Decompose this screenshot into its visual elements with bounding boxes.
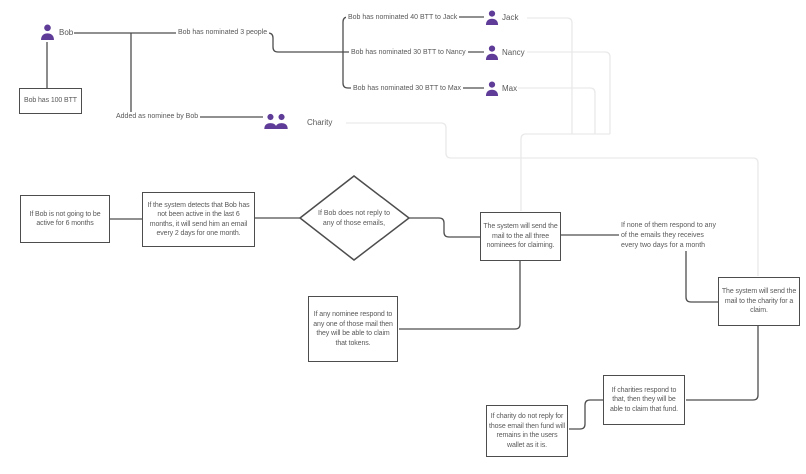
actor-label-bob: Bob xyxy=(59,28,74,37)
decision-node-no-reply: If Bob does not reply to any of those em… xyxy=(318,210,390,227)
actor-label-nancy: Nancy xyxy=(502,48,525,57)
actor-label-max: Max xyxy=(502,84,518,93)
actor-label-charity: Charity xyxy=(307,118,333,127)
person-icon-bob xyxy=(40,24,55,40)
flow-node-mail-charity: The system will send the mail to the cha… xyxy=(718,277,800,326)
flow-node-mail-nominees: The system will send the mail to the all… xyxy=(480,212,561,261)
flow-node-charities-respond: If charities respond to that, then they … xyxy=(603,375,685,425)
person-icon-nancy xyxy=(485,45,499,60)
edge-label-nominated-people: Bob has nominated 3 people xyxy=(176,28,270,38)
actor-label-jack: Jack xyxy=(502,13,519,22)
decision-diamond-shape xyxy=(298,175,411,261)
edge-label-nominated-max: Bob has nominated 30 BTT to Max xyxy=(351,84,464,94)
faded-connectors xyxy=(346,17,759,276)
flow-node-bob-tokens: Bob has 100 BTT xyxy=(19,88,82,114)
flow-node-not-active: If Bob is not going to be active for 6 m… xyxy=(20,195,110,243)
edge-label-none-respond: If none of them respond to any of the em… xyxy=(619,221,723,251)
people-icon-charity xyxy=(263,113,289,129)
edge-label-nominated-nancy: Bob has nominated 30 BTT to Nancy xyxy=(349,48,468,58)
flow-node-system-detects: If the system detects that Bob has not b… xyxy=(142,192,255,247)
flow-node-nominee-respond: If any nominee respond to any one of tho… xyxy=(308,296,398,362)
flow-node-charity-no-reply: If charity do not reply for those email … xyxy=(486,405,568,457)
edge-label-nominated-jack: Bob has nominated 40 BTT to Jack xyxy=(346,13,460,23)
edge-label-added-nominee: Added as nominee by Bob xyxy=(114,112,201,122)
person-icon-jack xyxy=(485,10,499,25)
person-icon-max xyxy=(485,81,499,96)
